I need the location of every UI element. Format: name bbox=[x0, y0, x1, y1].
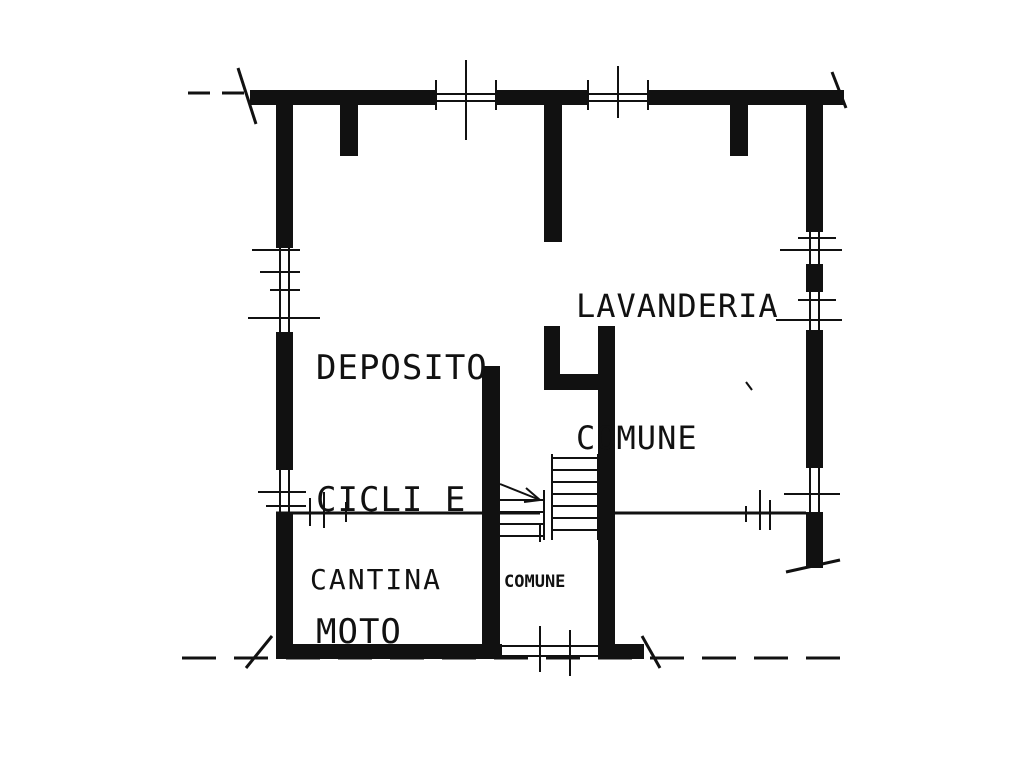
lavanderia-line-2: COMUNE bbox=[576, 419, 698, 457]
deposito-line-3: MOTO bbox=[316, 612, 402, 652]
stray-mark bbox=[745, 381, 753, 391]
wall-stair-right bbox=[598, 326, 615, 658]
wall-top-3 bbox=[648, 90, 844, 105]
walls bbox=[250, 90, 844, 659]
wall-bottom-1 bbox=[276, 644, 502, 659]
room-label-cantina: CANTINA bbox=[310, 563, 443, 596]
wall-stub-1 bbox=[340, 104, 358, 156]
wall-pier-bottom bbox=[544, 374, 614, 390]
lavanderia-line-1: LAVANDERIA bbox=[576, 287, 779, 325]
diag-tick-bottom-left bbox=[244, 635, 274, 669]
wall-right-4 bbox=[806, 512, 823, 568]
wall-left-3 bbox=[276, 512, 293, 658]
wall-stub-2 bbox=[730, 104, 748, 156]
deposito-line-2: CICLI E bbox=[316, 480, 467, 520]
wall-right-2 bbox=[806, 264, 823, 292]
wall-partition-upper bbox=[544, 104, 562, 242]
room-label-deposito: DEPOSITO CICLI E MOTO bbox=[316, 258, 488, 742]
deposito-line-1: DEPOSITO bbox=[316, 348, 488, 388]
room-label-lavanderia: LAVANDERIA COMUNE bbox=[576, 196, 779, 548]
room-label-comune: COMUNE bbox=[504, 572, 566, 592]
stairs-icon bbox=[499, 454, 599, 542]
wall-right-1 bbox=[806, 104, 823, 232]
wall-left-2 bbox=[276, 332, 293, 470]
wall-top-1 bbox=[250, 90, 436, 105]
diag-tick-bottom-right bbox=[640, 635, 662, 669]
diag-tick-top-left bbox=[236, 67, 258, 125]
wall-left-1 bbox=[276, 90, 293, 248]
wall-right-3 bbox=[806, 330, 823, 468]
wall-top-2 bbox=[496, 90, 588, 105]
window-icon bbox=[248, 60, 842, 676]
